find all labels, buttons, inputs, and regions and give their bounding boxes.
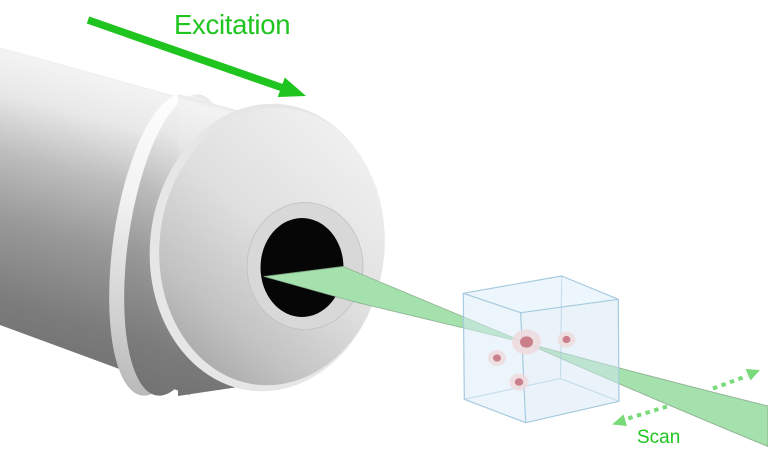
excitation-label: Excitation bbox=[174, 9, 290, 40]
objective-aperture bbox=[260, 218, 344, 317]
fluorescent-bead-focus bbox=[512, 329, 541, 355]
scan-arrowhead-right-icon bbox=[745, 369, 760, 381]
scan-label: Scan bbox=[637, 427, 680, 448]
cube-top-face bbox=[463, 276, 619, 313]
fluorescent-bead bbox=[509, 373, 529, 391]
sample-cube bbox=[462, 275, 620, 424]
cube-back-edges bbox=[464, 275, 620, 402]
scan-arrowhead-left-icon bbox=[612, 414, 627, 426]
objective-lens bbox=[0, 47, 385, 396]
excitation-arrowhead-icon bbox=[277, 77, 306, 97]
scan-arrow-left bbox=[612, 404, 668, 426]
excitation-arrow bbox=[86, 16, 306, 97]
fluorescent-bead bbox=[557, 331, 576, 348]
scan-arrow-right bbox=[712, 369, 760, 391]
fluorescent-bead bbox=[488, 350, 506, 366]
